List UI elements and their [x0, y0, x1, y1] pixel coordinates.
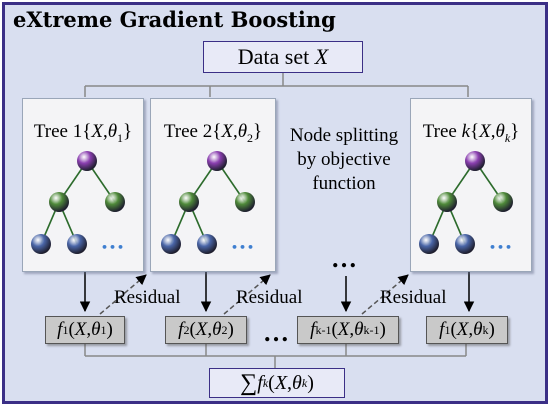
leaf-node: [67, 234, 87, 254]
tree-panel-k: Tree k{X,θk} •••: [410, 98, 532, 272]
inner-node: [179, 192, 199, 212]
root-node: [207, 151, 227, 171]
more-nodes-dots: •••: [489, 241, 513, 254]
leaf-node: [419, 234, 439, 254]
residual-label-3: Residual: [380, 287, 447, 308]
inner-node: [493, 192, 513, 212]
leaf-node: [197, 234, 217, 254]
residual-arrow-1: [99, 274, 147, 315]
more-nodes-dots: •••: [231, 241, 255, 254]
inner-node: [49, 192, 69, 212]
tree-panel-1: Tree 1{X,θ1} •••: [22, 98, 144, 272]
residual-arrow-3: [361, 274, 409, 315]
root-node: [77, 151, 97, 171]
tree-title-k: Tree k{X,θk}: [422, 121, 520, 145]
inner-node: [235, 192, 255, 212]
tree-panel-2: Tree 2{X,θ2} •••: [150, 98, 276, 272]
dataset-label: Data set: [237, 44, 315, 69]
residual-label-2: Residual: [236, 287, 303, 308]
tree-graphic-1: •••: [31, 151, 125, 254]
node-splitting-text: Node splitting by objective function: [289, 125, 399, 194]
tree-title-2: Tree 2{X,θ2}: [163, 121, 263, 145]
dataset-box: Data set X: [203, 41, 363, 73]
residual-arrow-2: [223, 274, 271, 315]
ellipsis-bottom: …: [263, 318, 289, 347]
tree-graphic-k: •••: [419, 151, 513, 254]
sum-symbol: ∑: [240, 369, 258, 396]
ellipsis-middle: …: [331, 244, 357, 273]
inner-node: [437, 192, 457, 212]
more-nodes-dots: •••: [101, 241, 125, 254]
tree-title-1: Tree 1{X,θ1}: [33, 121, 133, 145]
leaf-node: [455, 234, 475, 254]
leaf-node: [31, 234, 51, 254]
tree-graphic-2: •••: [161, 151, 255, 254]
residual-label-1: Residual: [114, 287, 181, 308]
leaf-node: [161, 234, 181, 254]
diagram-title: eXtreme Gradient Boosting: [13, 7, 336, 32]
root-node: [465, 151, 485, 171]
inner-node: [105, 192, 125, 212]
dataset-var: X: [314, 44, 329, 69]
